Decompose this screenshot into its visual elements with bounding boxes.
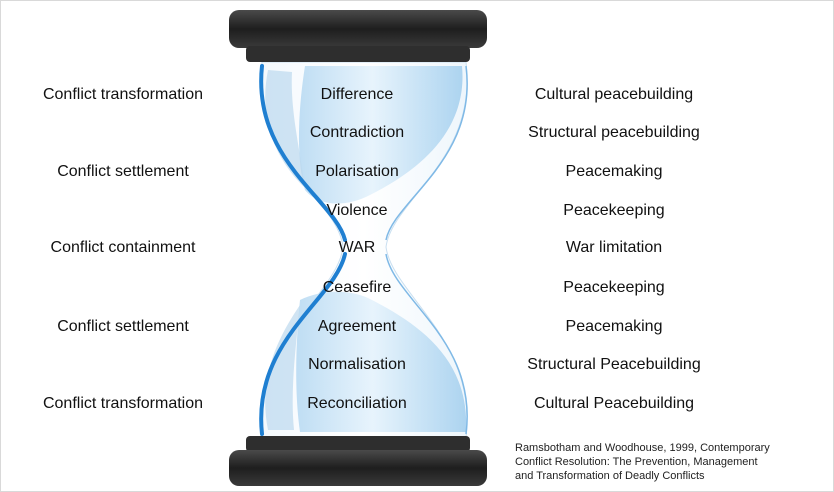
- right-label-1: Cultural peacebuilding: [534, 86, 694, 103]
- center-label-2: Contradiction: [309, 124, 405, 141]
- glass-edge-left-upper: [259, 64, 347, 242]
- center-label-5: WAR: [338, 239, 376, 256]
- upper-sand-wisp: [265, 70, 305, 188]
- glass-edge-right-lower: [385, 253, 468, 435]
- center-label-1: Difference: [320, 86, 394, 103]
- right-label-3: Peacemaking: [565, 163, 663, 180]
- hourglass-top-rim: [246, 46, 470, 62]
- hourglass-bottom-cap: [229, 450, 487, 486]
- hourglass-bottom-rim: [246, 436, 470, 452]
- center-label-8: Normalisation: [308, 356, 406, 373]
- right-label-5: War limitation: [565, 239, 663, 256]
- center-label-4: Violence: [326, 202, 388, 219]
- right-label-6: Peacekeeping: [563, 279, 665, 296]
- right-label-2: Structural peacebuilding: [528, 124, 700, 141]
- citation-line-3: and Transformation of Deadly Conflicts: [515, 470, 705, 482]
- left-label-3: Conflict settlement: [57, 163, 189, 180]
- center-label-3: Polarisation: [315, 163, 399, 180]
- center-label-7: Agreement: [317, 318, 397, 335]
- right-label-9: Cultural Peacebuilding: [533, 395, 695, 412]
- citation-line-2: Conflict Resolution: The Prevention, Man…: [515, 456, 758, 468]
- center-label-6: Ceasefire: [322, 279, 392, 296]
- left-label-1: Conflict transformation: [42, 86, 204, 103]
- left-label-9: Conflict transformation: [42, 395, 204, 412]
- lower-sand: [296, 291, 467, 432]
- center-label-9: Reconciliation: [307, 395, 407, 412]
- glass-edge-left-lower: [259, 252, 347, 436]
- hourglass-top-cap: [229, 10, 487, 48]
- left-label-5: Conflict containment: [50, 239, 196, 256]
- upper-sand: [298, 66, 463, 204]
- citation: Ramsbotham and Woodhouse, 1999, Contempo…: [515, 441, 825, 483]
- glass-edge-right-upper: [385, 65, 468, 241]
- right-label-7: Peacemaking: [565, 318, 663, 335]
- right-label-8: Structural Peacebuilding: [527, 356, 701, 373]
- citation-line-1: Ramsbotham and Woodhouse, 1999, Contempo…: [515, 442, 770, 454]
- left-label-7: Conflict settlement: [57, 318, 189, 335]
- lower-sand-wisp: [265, 305, 300, 430]
- right-label-4: Peacekeeping: [563, 202, 665, 219]
